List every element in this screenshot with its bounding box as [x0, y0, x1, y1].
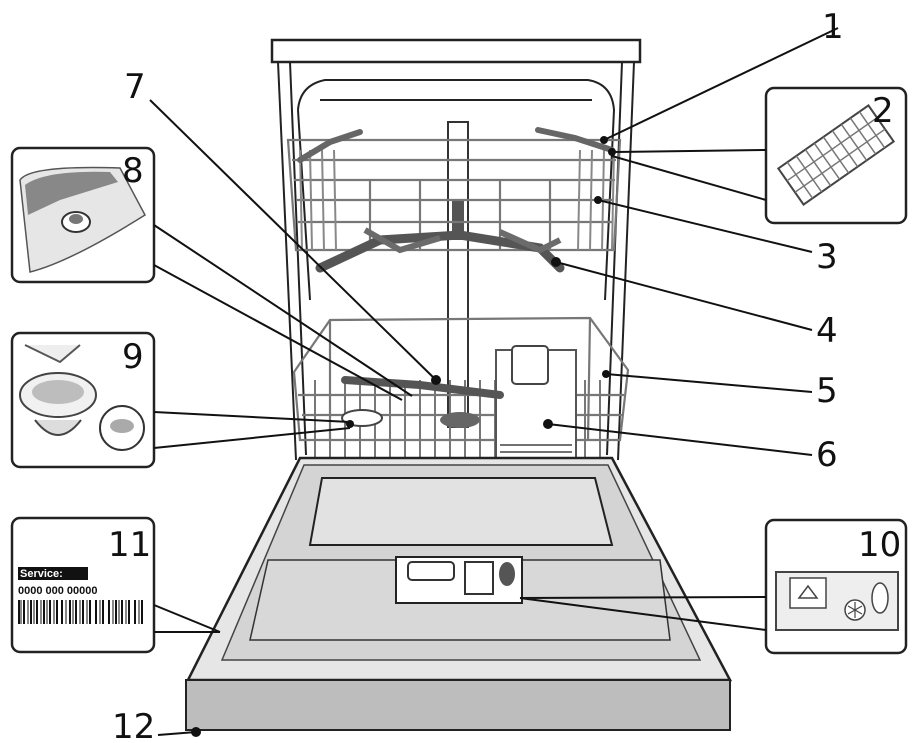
- service-number: 0000 000 00000: [18, 585, 98, 597]
- callout-2: 2: [872, 91, 894, 131]
- lower-rack: [292, 316, 630, 462]
- door: [185, 456, 733, 682]
- callout-6: 6: [816, 435, 838, 475]
- barcode: [18, 600, 143, 624]
- leader-lines: [149, 27, 839, 737]
- dishwasher-body: [270, 38, 642, 461]
- callout-10: 10: [858, 525, 901, 565]
- callout-7: 7: [124, 67, 146, 107]
- callout-5: 5: [816, 371, 838, 411]
- callout-12: 12: [112, 707, 155, 743]
- callout-numbers: 1 2 3 4 5 6 7 8 9 10 11 12: [108, 7, 901, 743]
- inset-salt-reservoir: [10, 146, 156, 284]
- service-title: Service:: [20, 568, 63, 580]
- inset-filter-assembly: [10, 331, 156, 469]
- inset-cutlery-tray: [764, 86, 908, 225]
- callout-11: 11: [108, 525, 151, 565]
- callout-9: 9: [122, 337, 144, 377]
- callout-8: 8: [122, 151, 144, 191]
- callout-1: 1: [822, 7, 844, 47]
- upper-spray-arm: [315, 227, 565, 273]
- callout-3: 3: [816, 237, 838, 277]
- kick-panel: [185, 679, 731, 731]
- inset-detergent-dispenser: [764, 518, 908, 655]
- upper-rack: [286, 127, 622, 252]
- callout-4: 4: [816, 311, 838, 351]
- inset-service-label: Service: 0000 000 00000: [10, 516, 156, 654]
